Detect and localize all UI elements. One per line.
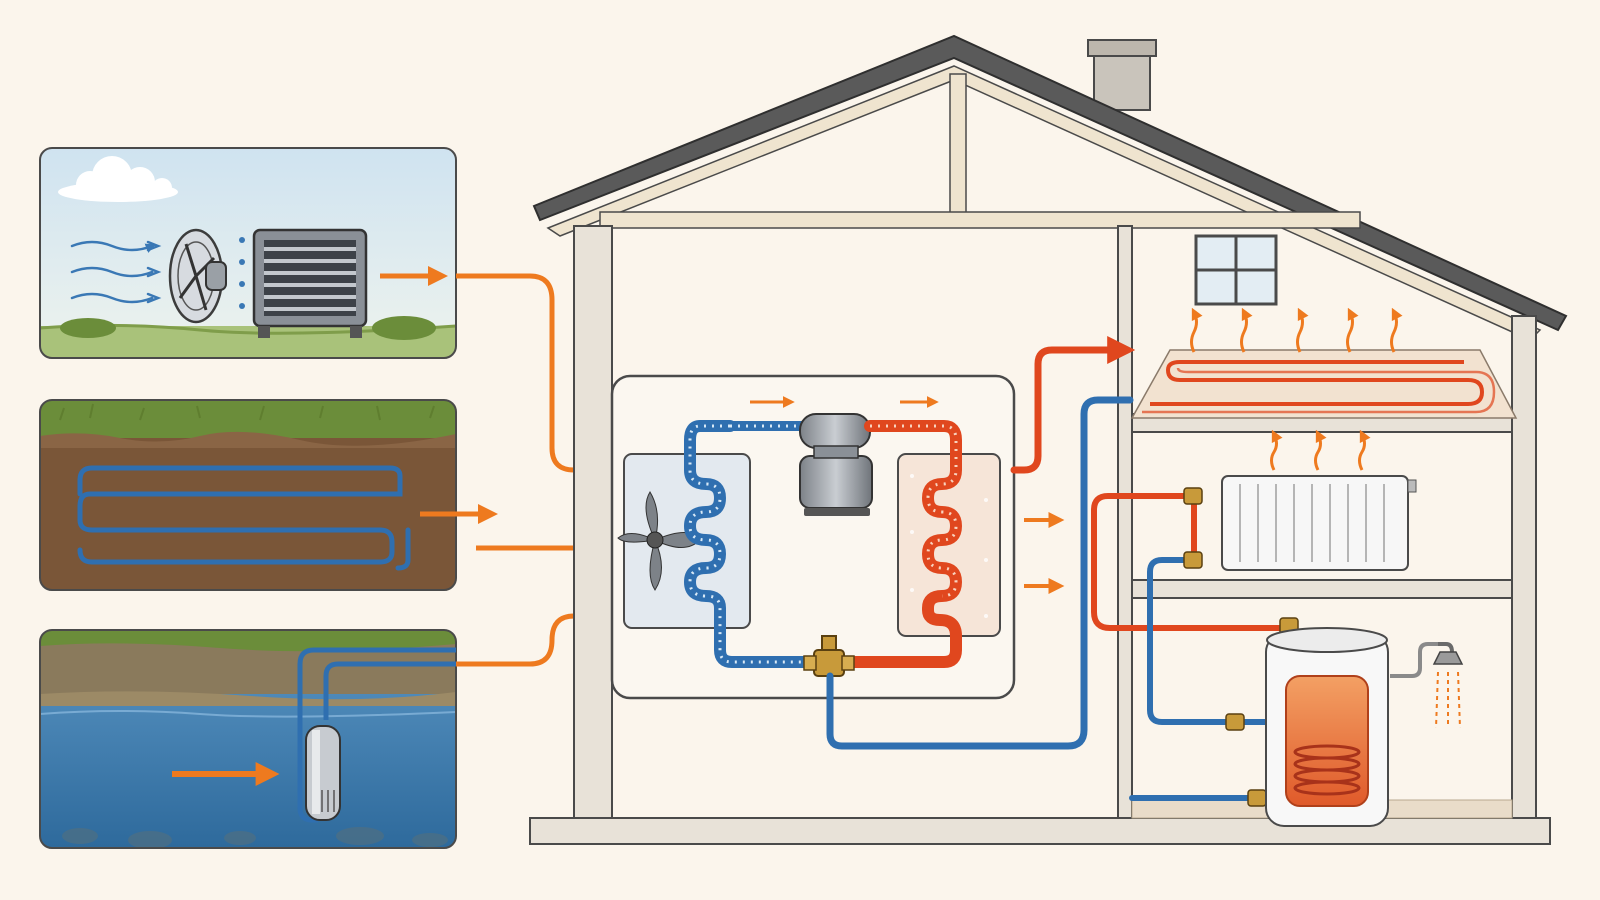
condenser-coil bbox=[834, 420, 1001, 668]
fan-icon bbox=[168, 228, 227, 324]
bush-icon bbox=[60, 316, 436, 340]
roof bbox=[532, 34, 1568, 341]
wind-lines-icon bbox=[70, 240, 162, 304]
water-source-panel bbox=[39, 629, 457, 849]
evaporator-coil bbox=[617, 420, 828, 668]
source-connection-arrows bbox=[456, 273, 600, 667]
radiator-heat-icon bbox=[1270, 429, 1371, 471]
house-walls bbox=[529, 225, 1551, 845]
distribution-pipes bbox=[826, 336, 1299, 807]
heat-pump-unit bbox=[610, 374, 1065, 700]
heating-coil-icon bbox=[1293, 744, 1361, 796]
expansion-valve-icon bbox=[803, 635, 855, 677]
hot-water-cylinder bbox=[1265, 627, 1444, 827]
well-pump-icon bbox=[297, 647, 456, 823]
compressor-icon bbox=[730, 413, 873, 516]
cloud-icon bbox=[58, 156, 178, 202]
ground-loop-icon bbox=[77, 465, 411, 571]
underfloor-heating-loop bbox=[1130, 307, 1518, 419]
house bbox=[529, 34, 1568, 845]
radiator-icon bbox=[1221, 429, 1417, 571]
ground-source-panel bbox=[39, 399, 498, 591]
air-coil-icon bbox=[239, 228, 368, 338]
air-source-panel bbox=[39, 147, 457, 359]
shower-icon bbox=[1432, 642, 1464, 729]
chimney bbox=[1087, 39, 1157, 111]
heat-rising-icon bbox=[1190, 307, 1403, 353]
window-icon bbox=[1194, 234, 1278, 306]
